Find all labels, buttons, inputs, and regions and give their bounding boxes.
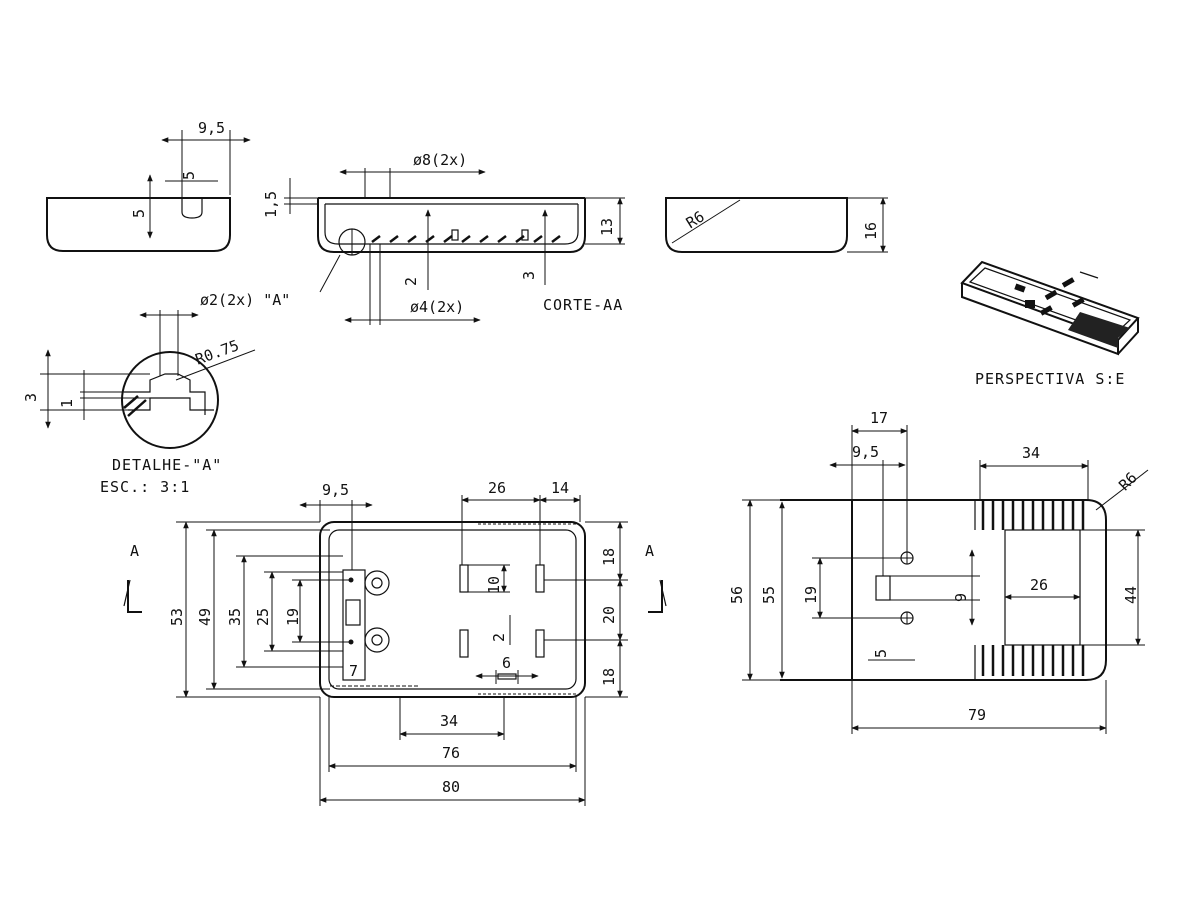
detail-scale: ESC.: 3:1 bbox=[100, 478, 190, 496]
dim-r075: R0.75 bbox=[193, 336, 242, 368]
dim-lid-34: 34 bbox=[1022, 444, 1040, 462]
dim-plan-9-5: 9,5 bbox=[322, 481, 349, 499]
dim-plan-20: 20 bbox=[600, 606, 618, 624]
dim-height-16: 16 bbox=[862, 222, 880, 240]
dim-plan-2: 2 bbox=[490, 633, 508, 642]
detail-a: ø2(2x) "A" R0.75 3 1 DETALHE-"A" ESC.: 3… bbox=[22, 310, 256, 496]
plan-view-right: 17 9,5 34 R6 56 55 19 9 26 44 5 bbox=[728, 409, 1149, 734]
dim-plan-49: 49 bbox=[196, 608, 214, 626]
dim-plan-34: 34 bbox=[440, 712, 458, 730]
dim-lid-44: 44 bbox=[1122, 586, 1140, 604]
dim-lid-5: 5 bbox=[872, 649, 890, 658]
dim-lid-r6: R6 bbox=[1115, 469, 1141, 495]
dim-plan-80: 80 bbox=[442, 778, 460, 796]
dim-r6-side: R6 bbox=[683, 207, 708, 232]
dim-plan-76: 76 bbox=[442, 744, 460, 762]
end-view-right: R6 16 bbox=[665, 197, 888, 253]
perspective-label: PERSPECTIVA S:E bbox=[975, 370, 1125, 388]
dim-9-5: 9,5 bbox=[198, 119, 225, 137]
perspective-view: PERSPECTIVA S:E bbox=[960, 260, 1140, 388]
plan-view-left: A A 9,5 26 14 53 49 35 25 19 bbox=[123, 479, 667, 806]
dim-plan-10: 10 bbox=[485, 576, 503, 594]
dim-depth: 5 bbox=[130, 209, 148, 218]
dim-plan-25: 25 bbox=[254, 608, 272, 626]
dim-plan-6: 6 bbox=[502, 654, 511, 672]
dim-lid-9: 9 bbox=[952, 593, 970, 602]
dim-lid-19: 19 bbox=[802, 586, 820, 604]
section-label: CORTE-AA bbox=[543, 296, 623, 314]
dim-lid-79: 79 bbox=[968, 706, 986, 724]
dim-plan-35: 35 bbox=[226, 608, 244, 626]
dim-hole-small: ø4(2x) bbox=[410, 298, 464, 316]
section-view: 1,5 ø8(2x) 13 2 3 ø4(2x) ø2(2x) "A" CORT… bbox=[200, 151, 625, 325]
dim-lid-17: 17 bbox=[870, 409, 888, 427]
section-mark-right: A bbox=[645, 542, 654, 560]
dim-plan-53: 53 bbox=[168, 608, 186, 626]
dim-boss: 3 bbox=[520, 271, 538, 280]
dim-1-5: 1,5 bbox=[262, 191, 280, 218]
dim-slot: 5 bbox=[180, 171, 198, 180]
section-mark-left: A bbox=[130, 542, 139, 560]
dim-floor: 2 bbox=[402, 277, 420, 286]
dim-lid-55: 55 bbox=[760, 586, 778, 604]
dim-lid-9-5: 9,5 bbox=[852, 443, 879, 461]
dim-lid-26: 26 bbox=[1030, 576, 1048, 594]
dim-plan-14: 14 bbox=[551, 479, 569, 497]
dim-plan-18-bottom: 18 bbox=[600, 668, 618, 686]
dim-height-13: 13 bbox=[598, 218, 616, 236]
dim-plan-18-top: 18 bbox=[600, 548, 618, 566]
dim-plan-26: 26 bbox=[488, 479, 506, 497]
dim-detail-1: 1 bbox=[58, 399, 76, 408]
dim-plan-7: 7 bbox=[349, 662, 358, 680]
dim-plan-19: 19 bbox=[284, 608, 302, 626]
dim-detail-3: 3 bbox=[22, 393, 40, 402]
detail-label: DETALHE-"A" bbox=[112, 456, 222, 474]
callout-detail-a: ø2(2x) "A" bbox=[200, 291, 290, 309]
end-view-left: 9,5 5 5 bbox=[46, 119, 251, 252]
dim-hole-big: ø8(2x) bbox=[413, 151, 467, 169]
dim-lid-56: 56 bbox=[728, 586, 746, 604]
